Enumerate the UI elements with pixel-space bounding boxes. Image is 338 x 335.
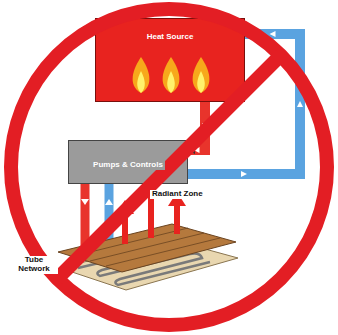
flame-core xyxy=(167,71,175,93)
flame-core xyxy=(197,71,205,93)
pipe-arrow xyxy=(105,199,113,205)
flame xyxy=(163,57,180,93)
flow-arrow xyxy=(270,31,276,37)
node-label: Pumps & Controls xyxy=(91,161,165,170)
flame xyxy=(133,57,150,93)
flow-arrow xyxy=(202,123,208,129)
return-pipe xyxy=(104,180,114,244)
flame xyxy=(193,57,210,93)
wood-floor xyxy=(58,224,236,272)
board-seams xyxy=(74,228,220,266)
node-label: Heat Source xyxy=(145,33,196,42)
zone-label: Radiant Zone xyxy=(150,190,205,199)
pipe-arrow xyxy=(81,199,89,205)
network-label: Tube Network xyxy=(10,256,58,274)
supply-pipe xyxy=(80,180,90,250)
flow-arrow xyxy=(297,101,303,107)
flow-arrow xyxy=(194,147,200,153)
pumps-box: Pumps & Controls xyxy=(68,140,188,184)
pipe-outline xyxy=(188,102,205,150)
flames xyxy=(121,55,221,95)
heat-source-box: Heat Source xyxy=(95,18,245,102)
flame-core xyxy=(137,71,145,93)
prohibition-slash xyxy=(57,55,281,279)
flow-arrow xyxy=(241,171,247,177)
prohibition-circle xyxy=(11,9,327,325)
supply-pipe xyxy=(188,102,208,153)
pipe xyxy=(188,102,205,150)
